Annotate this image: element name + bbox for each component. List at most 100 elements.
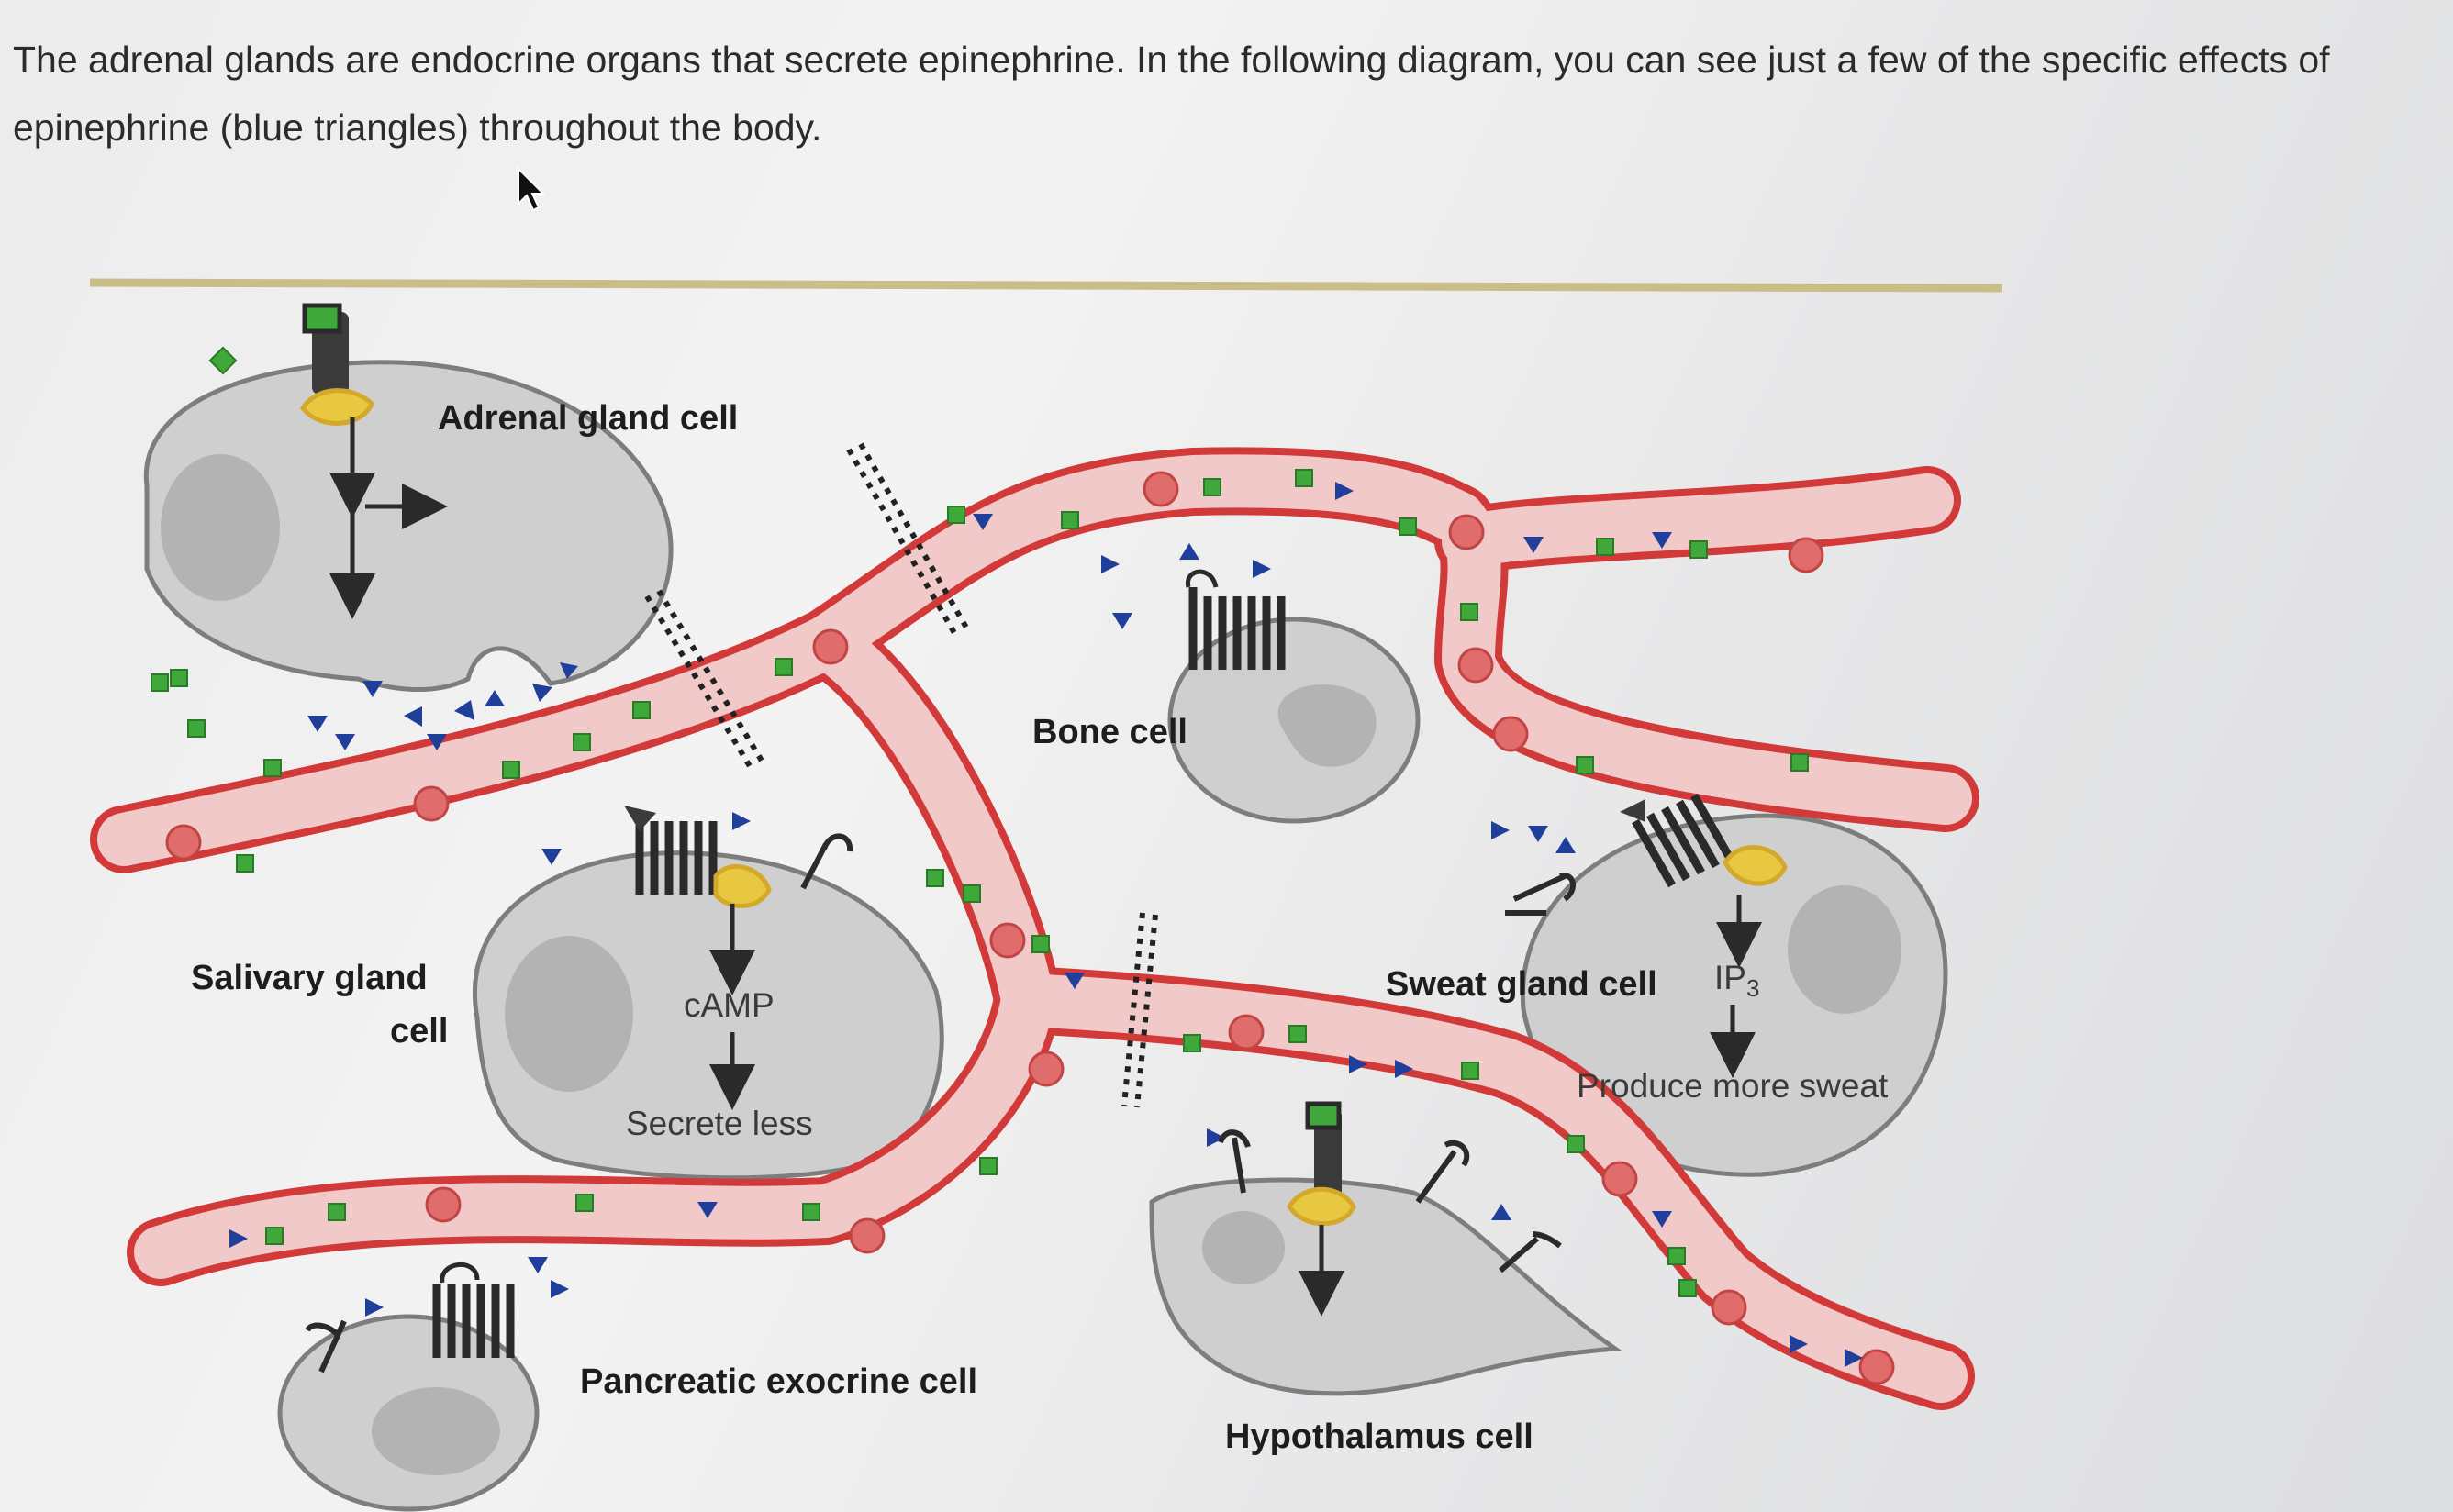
label-hypothalamus-cell: Hypothalamus cell <box>1225 1418 1533 1456</box>
green-molecule-icon <box>1288 1025 1307 1043</box>
epinephrine-triangle-icon <box>528 1257 548 1273</box>
green-molecule-icon <box>1061 511 1079 529</box>
receptor-icon <box>305 1262 515 1373</box>
label-sweat-gland-cell: Sweat gland cell <box>1386 965 1657 1004</box>
epinephrine-triangle-icon <box>973 514 993 530</box>
epinephrine-triangle-icon <box>404 706 422 727</box>
green-molecule-icon <box>926 869 944 887</box>
epinephrine-triangle-icon <box>1528 826 1548 842</box>
green-molecule-icon <box>963 884 981 903</box>
epinephrine-triangle-icon <box>307 716 328 732</box>
red-blood-cell-icon <box>1143 471 1179 507</box>
epinephrine-triangle-icon <box>1179 543 1199 560</box>
receptor-icon <box>1218 1101 1562 1273</box>
green-molecule-icon <box>1295 469 1313 487</box>
red-blood-cell-icon <box>165 824 202 861</box>
signal-arrows <box>329 417 1762 1317</box>
epinephrine-triangle-icon <box>485 690 505 706</box>
green-molecule-icon <box>187 719 206 738</box>
green-molecule-icon <box>1203 478 1221 496</box>
epinephrine-triangle-icon <box>1207 1128 1225 1147</box>
green-molecule-icon <box>265 1227 284 1245</box>
epinephrine-triangle-icon <box>697 1202 718 1218</box>
label-adrenal-gland-cell: Adrenal gland cell <box>438 399 738 438</box>
arrow-cursor-icon <box>518 167 546 212</box>
epinephrine-triangle-icon <box>532 684 552 702</box>
receptor-icon <box>1505 793 1788 916</box>
green-molecule-icon <box>151 673 169 692</box>
epinephrine-triangle-icon <box>551 1280 569 1298</box>
green-molecule-icon <box>1567 1135 1585 1153</box>
red-blood-cell-icon <box>1448 514 1485 550</box>
green-molecule-icon <box>1790 753 1809 772</box>
epinephrine-triangle-icon <box>541 849 562 865</box>
hypothalamus-nucleus <box>1202 1211 1285 1284</box>
epinephrine-triangle-icon <box>1790 1335 1808 1353</box>
receptor-icon <box>1186 569 1286 670</box>
epinephrine-triangle-icon <box>1652 1211 1672 1228</box>
receptor-icon <box>624 806 853 908</box>
epinephrine-triangle-icon <box>1491 821 1510 839</box>
intro-line-1: The adrenal glands are endocrine organs … <box>13 39 2330 81</box>
green-molecule-icon <box>979 1157 998 1175</box>
epinephrine-triangle-icon <box>427 734 447 750</box>
epinephrine-triangle-icon <box>1845 1349 1863 1367</box>
salivary-gland-cell <box>473 850 944 1181</box>
sweat-nucleus <box>1788 885 1901 1014</box>
epinephrine-triangle-icon <box>1523 537 1544 553</box>
epinephrine-molecules <box>229 482 1863 1367</box>
green-molecule-icon <box>502 761 520 779</box>
green-molecule-icon <box>1183 1034 1201 1052</box>
red-blood-cell-icon <box>1457 647 1494 684</box>
red-blood-cells <box>165 471 1895 1385</box>
red-blood-cell-icon <box>1228 1014 1265 1051</box>
intro-text: The adrenal glands are endocrine organs … <box>13 26 2436 161</box>
red-blood-cell-icon <box>812 628 849 665</box>
green-molecule-icon <box>632 701 651 719</box>
epinephrine-triangle-icon <box>1349 1055 1367 1073</box>
epinephrine-triangle-icon <box>1395 1060 1413 1078</box>
label-salivary-gland-2: cell <box>390 1012 448 1051</box>
adrenal-nucleus <box>161 454 280 601</box>
red-blood-cell-icon <box>1601 1161 1638 1197</box>
epinephrine-triangle-icon <box>362 681 383 697</box>
red-blood-cell-icon <box>1492 716 1529 752</box>
red-blood-cell-icon <box>989 922 1026 959</box>
green-molecule-icon <box>1678 1279 1697 1297</box>
salivary-nucleus <box>505 936 633 1092</box>
red-blood-cell-icon <box>1028 1051 1065 1087</box>
hypothalamus-cell <box>1149 1177 1622 1396</box>
green-molecules <box>151 346 1809 1297</box>
red-blood-cell-icon <box>425 1186 462 1223</box>
green-molecule-icon <box>1667 1247 1686 1265</box>
cut-lines <box>644 442 1158 1108</box>
epinephrine-triangle-icon <box>1112 613 1132 629</box>
green-molecule-icon <box>1031 935 1050 953</box>
green-molecule-icon <box>263 759 282 777</box>
green-molecule-icon <box>575 1194 594 1212</box>
red-blood-cell-icon <box>1858 1349 1895 1385</box>
bone-cell <box>1167 617 1421 824</box>
green-molecule-icon <box>328 1203 346 1221</box>
label-salivary-gland-1: Salivary gland <box>191 959 428 997</box>
green-molecule-icon <box>802 1203 820 1221</box>
intro-line-2: epinephrine (blue triangles) throughout … <box>13 106 822 149</box>
bone-nucleus <box>1277 684 1377 767</box>
epinephrine-triangle-icon <box>1253 560 1271 578</box>
green-molecule-icon <box>1461 1062 1479 1080</box>
red-blood-cell-icon <box>849 1217 886 1254</box>
epinephrine-triangle-icon <box>560 662 578 679</box>
pancreatic-exocrine-cell <box>277 1314 540 1512</box>
label-camp: cAMP <box>684 986 775 1024</box>
epinephrine-triangle-icon <box>335 734 355 750</box>
divider-line <box>89 278 2003 293</box>
receptor-icon <box>299 303 374 426</box>
epinephrine-triangle-icon <box>1065 973 1085 989</box>
green-molecule-icon <box>1399 517 1417 536</box>
epinephrine-triangle-icon <box>1335 482 1354 500</box>
label-secrete-less: Secrete less <box>626 1105 813 1142</box>
epinephrine-triangle-icon <box>365 1298 384 1317</box>
green-molecule-icon <box>947 506 965 524</box>
epinephrine-triangle-icon <box>454 700 474 720</box>
